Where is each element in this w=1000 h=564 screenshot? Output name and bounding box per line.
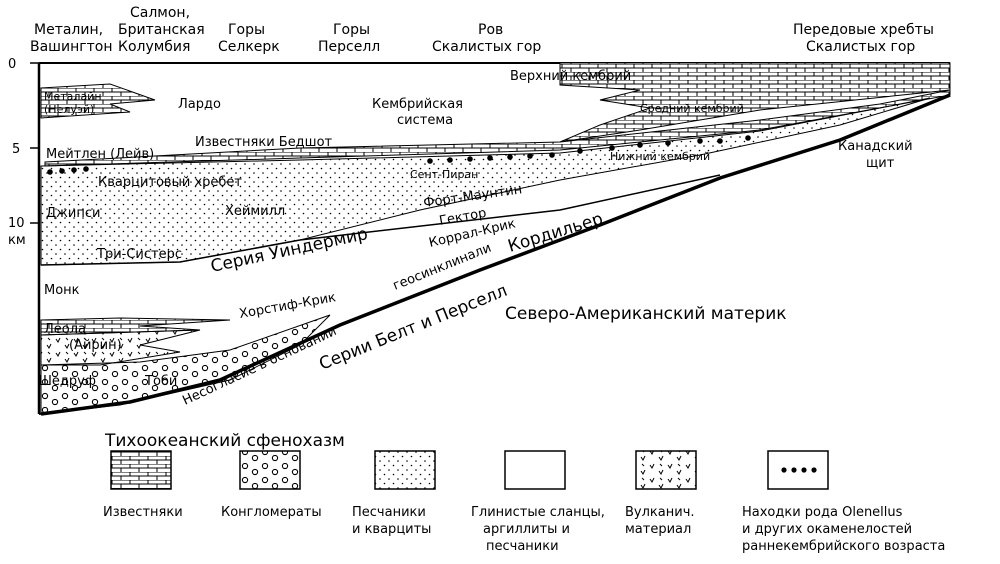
windermere-line: [40, 174, 721, 266]
legend-label-limestone: Известняки: [103, 505, 183, 520]
label-na-continent: Северо-Американский материк: [505, 304, 787, 324]
label-sent-piran: Сент-Пиран: [410, 168, 478, 181]
basement-unconformity: [40, 93, 951, 416]
legend-label-fossils-2: и других окаменелостей: [742, 522, 912, 537]
legend-swatch-conglomerate: [239, 450, 301, 490]
legend-swatch-sandstone: [374, 450, 436, 490]
legend-label-shale: Глинистые сланцы,: [471, 505, 605, 520]
label-canadian-shield-2: щит: [866, 156, 895, 171]
legend-label-fossils: Находки рода Olenellus: [742, 505, 903, 520]
legend-label-conglomerate: Конгломераты: [221, 505, 322, 520]
label-hemill: Хеймилл: [225, 204, 285, 219]
header-locations: Металин, Вашингтон Салмон, Британская Ко…: [30, 5, 934, 55]
limestone-wedge: [559, 62, 951, 143]
bedshot-band: [44, 89, 951, 167]
loc-salmon-3: Колумбия: [118, 39, 190, 55]
label-mietlen: Мейтлен (Лейв): [46, 147, 154, 162]
loc-front-ranges: Передовые хребты: [793, 22, 934, 38]
loc-trench: Ров: [478, 22, 503, 38]
legend-label-volcanic: Вулканич.: [625, 505, 695, 520]
depth-tick-5: 5: [12, 142, 20, 157]
section-layers: [38, 62, 951, 416]
label-middle-cambrian: Средний кембрий: [640, 102, 744, 115]
loc-metalin: Металин,: [34, 22, 103, 38]
label-upper-cambrian: Верхний кембрий: [510, 69, 631, 84]
depth-axis: 0 5 10 км: [8, 57, 41, 414]
legend-label-fossils-3: раннекембрийского возраста: [742, 539, 945, 554]
label-bedshot: Известняки Бедшот: [195, 135, 333, 150]
depth-unit: км: [8, 233, 26, 248]
legend-label-shale-3: песчаники: [486, 539, 559, 554]
legend: Тихоокеанский сфенохазм Известняки Конгл…: [103, 431, 945, 554]
loc-metalin-2: Вашингтон: [30, 39, 112, 55]
loc-salmon-2: Британская: [118, 22, 205, 38]
loc-salmon: Салмон,: [130, 5, 190, 21]
metaline-limestone: [40, 83, 156, 119]
legend-label-shale-2: аргиллиты и: [483, 522, 570, 537]
legend-swatch-shale: [504, 450, 566, 490]
label-three-sisters: Три-Систерс: [96, 247, 182, 262]
label-quartzite-ridge: Кварцитовый хребет: [98, 175, 242, 190]
label-metaline: Металайн: [44, 90, 102, 103]
loc-front-ranges-2: Скалистых гор: [806, 39, 915, 55]
legend-swatch-volcanic: [635, 450, 697, 490]
label-leola: Леола: [44, 322, 86, 337]
label-toby: Тоби: [144, 374, 177, 389]
depth-tick-10: 10: [8, 216, 25, 231]
legend-label-sandstone: Песчаники: [352, 505, 426, 520]
label-jipsi: Джипси: [46, 206, 100, 221]
legend-label-sandstone-2: и кварциты: [352, 522, 431, 537]
olenellus-finds: [47, 135, 751, 175]
loc-purcell: Горы: [333, 22, 370, 38]
loc-selkirk-2: Селкерк: [218, 39, 280, 55]
loc-trench-2: Скалистых гор: [432, 39, 541, 55]
loc-selkirk: Горы: [228, 22, 265, 38]
label-cambrian-system-2: система: [397, 113, 453, 128]
label-monk: Монк: [44, 283, 80, 298]
legend-label-volcanic-2: материал: [625, 522, 691, 537]
label-lower-cambrian: Нижний кембрий: [610, 150, 710, 163]
label-cambrian-system: Кембрийская: [372, 97, 463, 112]
label-lardo: Лардо: [178, 97, 221, 112]
legend-title: Тихоокеанский сфенохазм: [104, 431, 345, 451]
depth-tick-0: 0: [8, 57, 16, 72]
label-shedruf: Шедруф: [38, 374, 96, 389]
label-irene: (Айрин): [69, 338, 122, 353]
label-nelway: (Нелуэй): [44, 103, 94, 116]
loc-purcell-2: Перселл: [318, 39, 380, 55]
label-cordillera: Кордильер: [506, 209, 606, 257]
legend-swatch-fossils: [767, 450, 829, 490]
legend-swatch-limestone: [110, 450, 172, 490]
label-canadian-shield: Канадский: [838, 139, 913, 154]
